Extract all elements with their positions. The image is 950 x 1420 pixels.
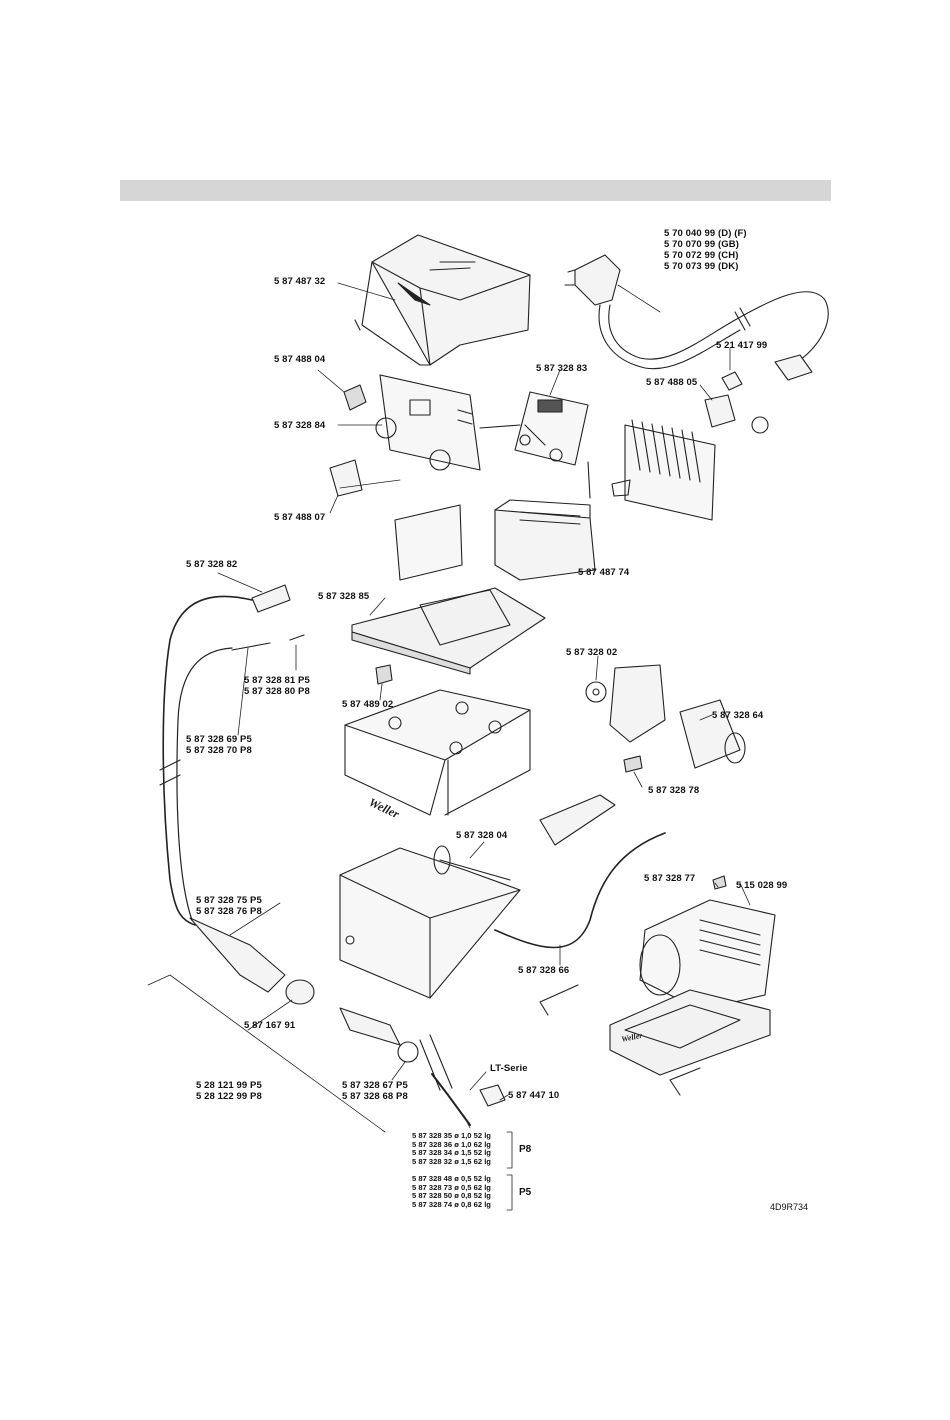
pump-part <box>585 664 746 769</box>
label-mains-cable: 5 70 040 99 (D) (F) 5 70 070 99 (GB) 5 7… <box>664 228 747 272</box>
rail-part <box>539 794 616 846</box>
holder-part <box>339 845 521 999</box>
cable-plug-part <box>159 584 305 926</box>
tip-table-p8: 5 87 328 35 ø 1,0 52 lg 5 87 328 36 ø 1,… <box>412 1131 491 1166</box>
fuse-part <box>721 371 743 391</box>
transformer-part <box>494 461 596 581</box>
label-base: 5 87 328 85 <box>318 591 370 602</box>
tip-row: 5 87 328 73 ø 0,5 62 lg <box>412 1182 491 1192</box>
label-heater-p8: 5 87 328 68 P8 <box>342 1091 408 1102</box>
label-lt-series: LT-Serie <box>490 1063 528 1074</box>
switch-part <box>343 384 367 411</box>
shield-part <box>394 504 463 581</box>
label-connector-p5: 5 87 328 81 P5 <box>244 675 310 686</box>
header-bar <box>120 180 831 201</box>
label-tool-p5: 5 28 121 99 P5 <box>196 1080 262 1091</box>
label-pump-part: 5 87 328 02 <box>566 647 618 658</box>
stand-logo: Weller <box>621 1031 644 1044</box>
tip-table-p5: 5 87 328 48 ø 0,5 52 lg 5 87 328 73 ø 0,… <box>412 1174 491 1209</box>
tip-row: 5 87 328 35 ø 1,0 52 lg <box>412 1131 491 1140</box>
tip-group-p5: P5 <box>519 1187 532 1198</box>
label-clip: 5 87 328 77 <box>644 873 696 884</box>
wrench2-part <box>669 1067 701 1096</box>
label-transformer: 5 87 487 74 <box>578 567 630 578</box>
drawing-code: 4D9R734 <box>770 1202 809 1212</box>
label-heater: 5 87 328 67 P5 5 87 328 68 P8 <box>342 1080 408 1102</box>
tip-nut-part <box>479 1084 506 1107</box>
wrench-part <box>539 984 579 1016</box>
front-panel-part <box>375 374 481 471</box>
socket-part <box>704 394 769 434</box>
label-foot: 5 87 489 02 <box>342 699 394 710</box>
label-switch: 5 87 488 04 <box>274 354 326 365</box>
label-heater-p5: 5 87 328 67 P5 <box>342 1080 408 1091</box>
label-stand: 5 15 028 99 <box>736 880 788 891</box>
base-part <box>351 587 546 675</box>
iron-handle-part <box>189 917 315 1005</box>
label-mains-cable-2: 5 70 070 99 (GB) <box>664 239 740 250</box>
label-mains-cable-1: 5 70 040 99 (D) (F) <box>664 228 747 239</box>
label-socket: 5 87 488 05 <box>646 377 698 388</box>
tip-group-p8: P8 <box>519 1144 532 1155</box>
tip-row: 5 87 328 36 ø 1,0 62 lg <box>412 1139 491 1149</box>
rear-panel-part <box>611 419 716 521</box>
label-hose: 5 87 328 69 P5 5 87 328 70 P8 <box>186 734 252 756</box>
tip-row: 5 87 328 48 ø 0,5 52 lg <box>412 1174 491 1183</box>
label-mains-cable-4: 5 70 073 99 (DK) <box>664 261 739 272</box>
label-hose-p5: 5 87 328 69 P5 <box>186 734 252 745</box>
tip-part <box>431 1073 471 1126</box>
label-tool: 5 28 121 99 P5 5 28 122 99 P8 <box>196 1080 262 1102</box>
label-hose-p8: 5 87 328 70 P8 <box>186 745 252 756</box>
leader-lines <box>147 282 751 1211</box>
label-handle: 5 87 328 75 P5 5 87 328 76 P8 <box>196 895 262 917</box>
label-connector-p8: 5 87 328 80 P8 <box>244 686 310 697</box>
label-window: 5 87 488 07 <box>274 512 326 523</box>
label-front-panel: 5 87 328 84 <box>274 420 326 431</box>
stand-part <box>609 899 776 1076</box>
display-pcb-part <box>479 391 589 466</box>
label-tool-p8: 5 28 122 99 P8 <box>196 1091 262 1102</box>
tip-row: 5 87 328 34 ø 1,5 52 lg <box>412 1148 491 1158</box>
tip-row: 5 87 328 50 ø 0,8 52 lg <box>412 1191 491 1201</box>
pump-clip-part <box>623 755 643 773</box>
label-fuse: 5 21 417 99 <box>716 340 768 351</box>
label-display-pcb: 5 87 328 83 <box>536 363 588 374</box>
label-hose2: 5 87 328 66 <box>518 965 570 976</box>
tip-row: 5 87 328 32 ø 1,5 62 lg <box>412 1156 491 1166</box>
label-holder: 5 87 328 04 <box>456 830 508 841</box>
label-handle-p8: 5 87 328 76 P8 <box>196 906 262 917</box>
cover-part <box>354 234 531 366</box>
label-pump: 5 87 328 64 <box>712 710 764 721</box>
label-mains-cable-3: 5 70 072 99 (CH) <box>664 250 739 261</box>
label-tip-nut: 5 87 447 10 <box>508 1090 560 1101</box>
mains-cable-part <box>564 254 829 381</box>
label-cover: 5 87 487 32 <box>274 276 326 287</box>
label-connector: 5 87 328 81 P5 5 87 328 80 P8 <box>244 675 310 697</box>
window-part <box>329 459 363 497</box>
foot-part <box>375 664 393 685</box>
label-cable-plug: 5 87 328 82 <box>186 559 238 570</box>
housing-part <box>344 689 531 816</box>
heater-part <box>339 1007 453 1091</box>
label-pump-clip: 5 87 328 78 <box>648 785 700 796</box>
clip-part <box>712 875 727 890</box>
tip-row: 5 87 328 74 ø 0,8 62 lg <box>412 1199 491 1209</box>
label-nut: 5 87 167 91 <box>244 1020 296 1031</box>
label-handle-p5: 5 87 328 75 P5 <box>196 895 262 906</box>
hose2-part <box>494 832 666 949</box>
